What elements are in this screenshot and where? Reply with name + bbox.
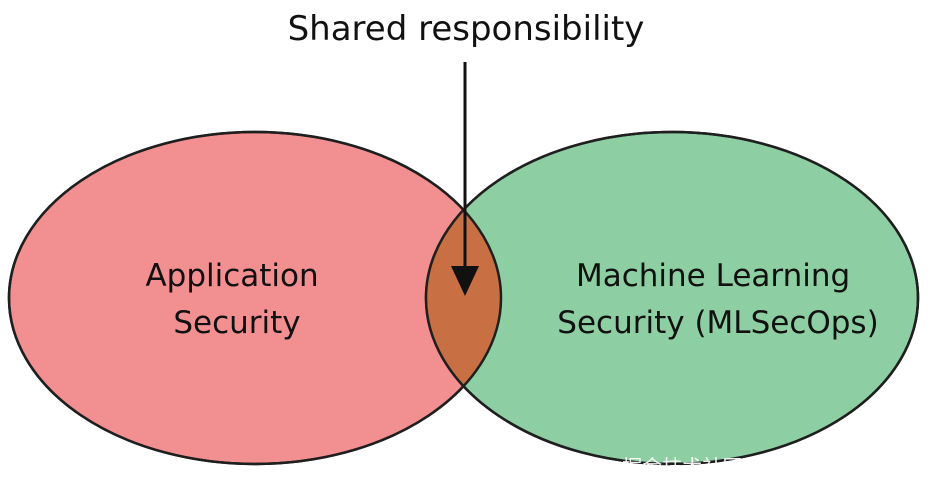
shared-responsibility-arrowhead [451, 266, 479, 296]
left-circle-outline [7, 130, 503, 466]
mlsecops-line-2: Security (MLSecOps) [557, 305, 878, 341]
application-security-line-1: Application [145, 258, 318, 294]
shared-responsibility-title: Shared responsibility [288, 9, 645, 49]
mlsecops-line-1: Machine Learning [576, 258, 850, 294]
application-security-label: Application Security [145, 258, 328, 341]
mlsecops-label: Machine Learning Security (MLSecOps) [557, 258, 878, 341]
application-security-line-2: Security [173, 305, 300, 341]
watermark-text: 掘金技术社区 @ 数据智能老司机 [622, 455, 915, 479]
right-circle-outline [424, 130, 920, 466]
